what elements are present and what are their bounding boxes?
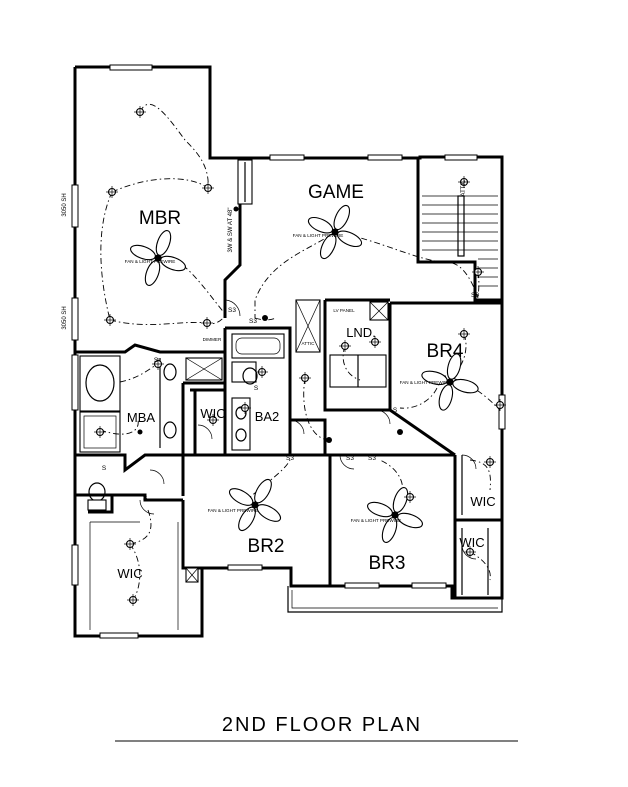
detector-icon bbox=[326, 437, 332, 443]
room-label-br4: BR4 bbox=[427, 341, 464, 362]
fan-note: FAN & LIGHT PREWIRE bbox=[125, 259, 176, 264]
light-icon bbox=[494, 399, 506, 411]
plan-title: 2ND FLOOR PLAN bbox=[222, 714, 422, 736]
ceiling-fans bbox=[130, 204, 479, 543]
light-icon bbox=[256, 366, 268, 378]
switch-label: S3 bbox=[368, 455, 376, 462]
lv-panel-note: LV PANEL bbox=[333, 308, 355, 313]
light-icon bbox=[404, 491, 416, 503]
wall-note: 3W & SW AT 48" bbox=[228, 208, 234, 253]
light-icon bbox=[458, 328, 470, 340]
room-label-game: GAME bbox=[308, 182, 364, 203]
attic-note: ATTIC bbox=[302, 341, 316, 346]
room-label-br2: BR2 bbox=[248, 536, 285, 557]
fan-icon bbox=[228, 478, 282, 532]
switch-label: S3 bbox=[228, 307, 236, 314]
switch-label: S3 bbox=[471, 292, 479, 299]
light-icon bbox=[152, 358, 164, 370]
light-icon bbox=[472, 266, 484, 278]
light-icon bbox=[202, 182, 214, 194]
light-icon bbox=[458, 176, 470, 188]
light-fixtures bbox=[94, 106, 506, 606]
switch-label: S bbox=[154, 357, 159, 364]
fan-note: FAN & LIGHT PREWIRE bbox=[293, 233, 344, 238]
door-swings bbox=[139, 299, 477, 560]
fan-icon bbox=[421, 353, 479, 411]
switch-marks: S3 S3 S3 S3 S3 S3 S S S S S bbox=[102, 292, 480, 502]
light-icon bbox=[464, 546, 476, 558]
light-icon bbox=[484, 456, 496, 468]
room-label-wic: WIC bbox=[200, 406, 225, 421]
switch-label: S bbox=[102, 465, 107, 472]
room-label-wic: WIC bbox=[459, 535, 484, 550]
light-icon bbox=[134, 106, 146, 118]
fan-note: FAN & LIGHT PREWIRE bbox=[208, 508, 259, 513]
room-label-br3: BR3 bbox=[369, 553, 406, 574]
light-icon bbox=[299, 372, 311, 384]
detector-icon bbox=[262, 315, 268, 321]
fan-icon bbox=[367, 487, 423, 543]
window-label: 3050 SH bbox=[62, 193, 68, 216]
switch-label: S3 bbox=[286, 455, 294, 462]
exterior-walls bbox=[73, 65, 504, 638]
light-icon bbox=[104, 314, 116, 326]
fan-note: FAN & LIGHT PREWIRE bbox=[400, 380, 451, 385]
room-label-ba2: BA2 bbox=[255, 409, 280, 424]
light-icon bbox=[369, 336, 381, 348]
light-icon bbox=[127, 594, 139, 606]
switch-label: S bbox=[143, 495, 148, 502]
room-label-wic: WIC bbox=[470, 494, 495, 509]
light-icon bbox=[124, 538, 136, 550]
dimmer-note: DIMMER bbox=[203, 337, 222, 342]
room-label-laundry: LND. bbox=[346, 325, 376, 340]
light-icon bbox=[106, 186, 118, 198]
switch-label: S3 bbox=[346, 455, 354, 462]
switch-label: S bbox=[254, 385, 259, 392]
room-label-mba: MBA bbox=[127, 410, 156, 425]
attic-label: ATTIC bbox=[461, 179, 467, 197]
light-icon bbox=[207, 414, 219, 426]
fan-icon bbox=[130, 230, 186, 286]
switch-label: S bbox=[393, 407, 398, 414]
fan-icon bbox=[307, 204, 363, 260]
window-label: 3050 SH bbox=[62, 306, 68, 329]
room-label-wic: WIC bbox=[117, 566, 142, 581]
detector-icon bbox=[397, 429, 403, 435]
switch-label: S3 bbox=[249, 318, 257, 325]
fan-note: FAN & LIGHT PREWIRE bbox=[351, 518, 402, 523]
light-icon bbox=[339, 340, 351, 352]
detector-icon bbox=[233, 206, 239, 212]
light-icon bbox=[201, 317, 213, 329]
light-icon bbox=[239, 402, 251, 414]
room-label-mbr: MBR bbox=[139, 208, 181, 229]
balcony-rail bbox=[287, 586, 503, 613]
windows bbox=[71, 64, 506, 639]
stairs bbox=[422, 195, 498, 287]
light-icon bbox=[94, 426, 106, 438]
detector-icon bbox=[137, 429, 143, 435]
